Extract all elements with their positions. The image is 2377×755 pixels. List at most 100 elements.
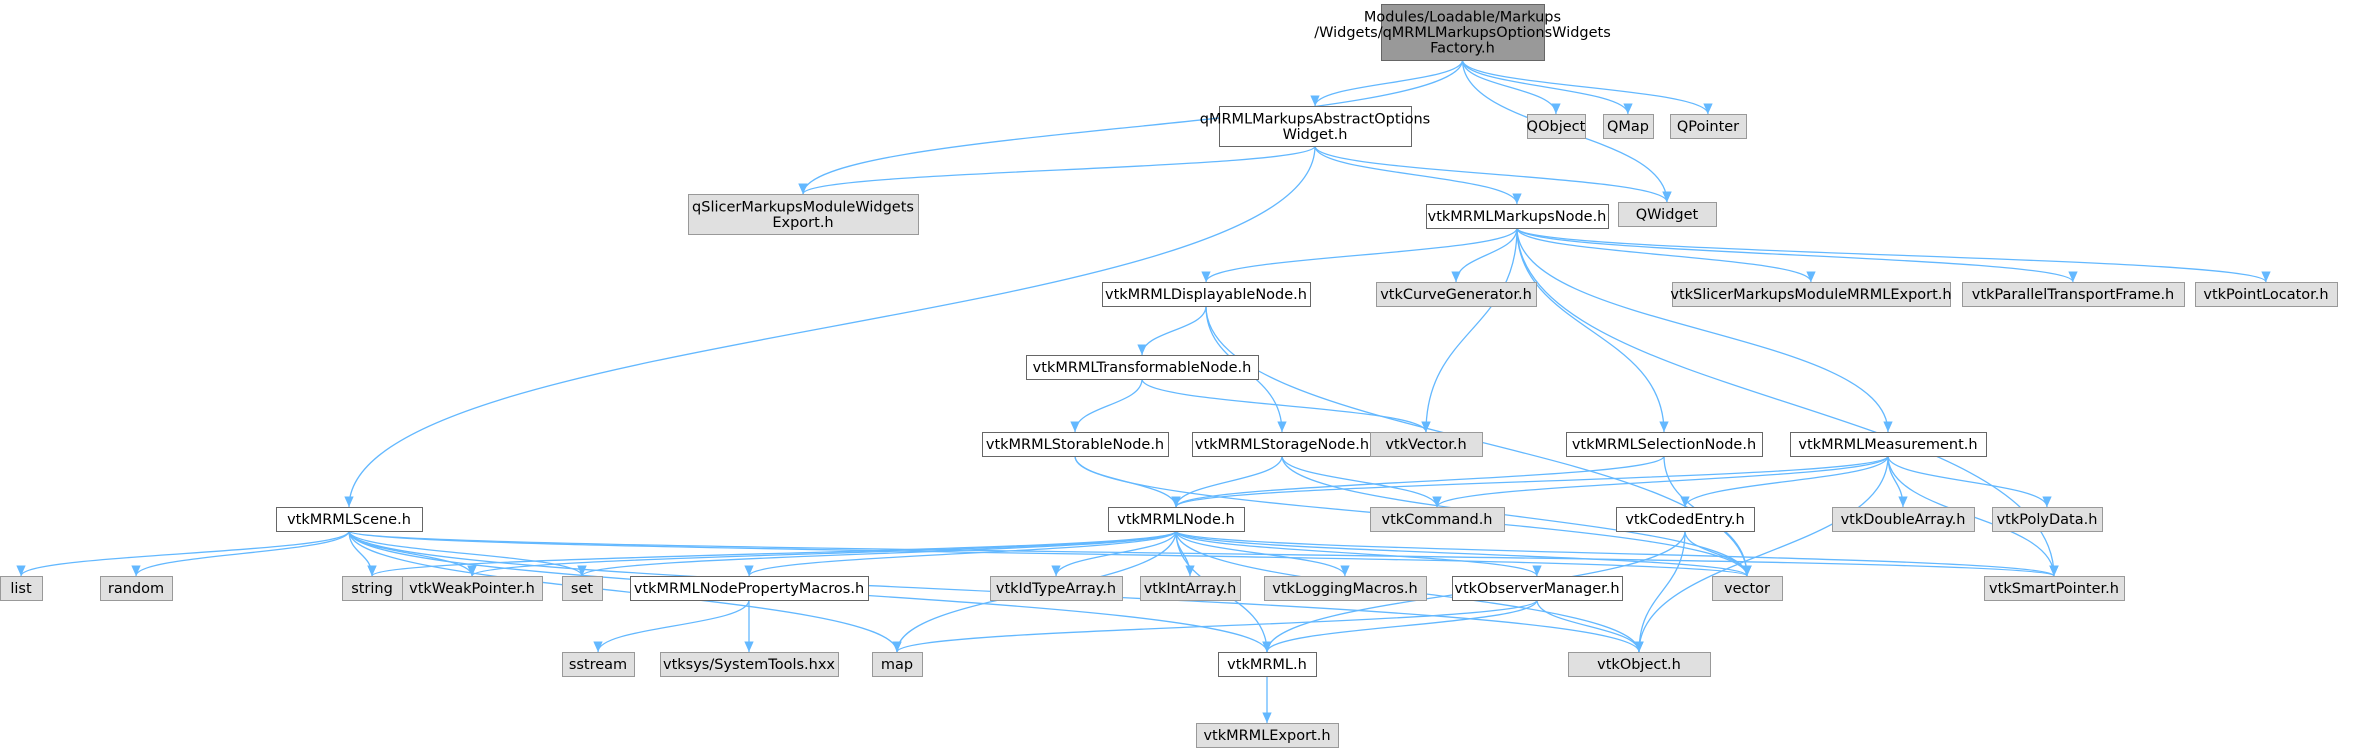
- node-label: vtkMRMLScene.h: [287, 512, 411, 528]
- node-box: [688, 194, 919, 235]
- edge-root-to-abstract: [1310, 59, 1464, 107]
- node-label: vtkMRMLDisplayableNode.h: [1105, 287, 1307, 303]
- node-codedentry[interactable]: vtkCodedEntry.h: [1616, 507, 1755, 532]
- edge-measurement-to-codedentry: [1680, 455, 1889, 508]
- node-selection[interactable]: vtkMRMLSelectionNode.h: [1566, 432, 1763, 457]
- node-label: vtkMRMLExport.h: [1203, 728, 1330, 744]
- node-label: QMap: [1607, 119, 1649, 135]
- node-label: vtkMRMLMeasurement.h: [1798, 437, 1977, 453]
- node-curvegen: vtkCurveGenerator.h: [1376, 282, 1537, 307]
- node-label: vtkParallelTransportFrame.h: [1972, 287, 2175, 303]
- node-qobject: QObject: [1527, 114, 1586, 139]
- node-label: vtkMRMLMarkupsNode.h: [1428, 209, 1607, 225]
- node-map: map: [872, 652, 923, 677]
- edge-markupsnode-to-selection: [1516, 227, 1669, 433]
- node-random: random: [100, 576, 173, 601]
- edge-root-to-qobject: [1461, 59, 1561, 115]
- node-box: [1672, 282, 1951, 307]
- node-label: Factory.h: [1430, 41, 1495, 57]
- node-observer[interactable]: vtkObserverManager.h: [1452, 576, 1623, 601]
- node-label: vtkMRMLNode.h: [1117, 512, 1234, 528]
- node-label: vtkCommand.h: [1382, 512, 1493, 528]
- node-label: QObject: [1527, 119, 1586, 135]
- edge-root-to-qslicerexport: [798, 59, 1464, 195]
- node-measurement[interactable]: vtkMRMLMeasurement.h: [1790, 432, 1987, 457]
- node-box: [1219, 106, 1412, 147]
- node-box: [1712, 576, 1783, 601]
- node-string: string: [342, 576, 403, 601]
- node-storage[interactable]: vtkMRMLStorageNode.h: [1192, 432, 1373, 457]
- edge-markupsnode-to-displayable: [1201, 227, 1518, 283]
- node-systools: vtksys/SystemTools.hxx: [660, 652, 839, 677]
- node-vtkvector: vtkVector.h: [1370, 432, 1483, 457]
- node-label: QPointer: [1677, 119, 1739, 135]
- node-box: [1984, 576, 2125, 601]
- node-box: [1370, 432, 1483, 457]
- node-box: [1218, 652, 1317, 677]
- node-label: vtkMRMLStorageNode.h: [1195, 437, 1369, 453]
- edge-markupsnode-to-vtkvector: [1421, 227, 1518, 433]
- node-vtkobject: vtkObject.h: [1568, 652, 1711, 677]
- edge-scene-to-random: [131, 530, 350, 577]
- edge-scene-to-set: [348, 530, 587, 577]
- node-displayable[interactable]: vtkMRMLDisplayableNode.h: [1102, 282, 1311, 307]
- node-box: [1376, 282, 1537, 307]
- edge-mrmlnode-to-idtype: [1051, 530, 1177, 577]
- node-mrmlexport: vtkSlicerMarkupsModuleMRMLExport.h: [1670, 282, 1952, 307]
- node-box: [1192, 432, 1373, 457]
- node-box: [1264, 576, 1427, 601]
- node-polydata: vtkPolyData.h: [1992, 507, 2103, 532]
- node-label: qMRMLMarkupsAbstractOptions: [1200, 111, 1430, 127]
- node-box: [1992, 507, 2103, 532]
- node-box: [1603, 114, 1654, 139]
- edge-mrmlnode-to-observer: [1175, 530, 1542, 577]
- node-label: sstream: [569, 657, 627, 673]
- node-propmacros[interactable]: vtkMRMLNodePropertyMacros.h: [630, 576, 869, 601]
- edge-measurement-to-polydata: [1887, 455, 2052, 508]
- edge-markupsnode-to-pointlocator: [1516, 227, 2271, 283]
- dependency-edges: [16, 59, 2271, 723]
- node-box: [1616, 507, 1755, 532]
- node-label: vtkLoggingMacros.h: [1272, 581, 1417, 597]
- node-vtkmrmlexport: vtkMRMLExport.h: [1196, 723, 1339, 748]
- node-box: [562, 576, 603, 601]
- node-storable[interactable]: vtkMRMLStorableNode.h: [982, 432, 1169, 457]
- node-intarray: vtkIntArray.h: [1140, 576, 1241, 601]
- node-label: vtkObject.h: [1597, 657, 1681, 673]
- edge-storage-to-vector: [1281, 455, 1752, 577]
- node-transformable[interactable]: vtkMRMLTransformableNode.h: [1026, 355, 1259, 380]
- edge-abstract-to-qwidget: [1314, 145, 1672, 203]
- node-vector: vector: [1712, 576, 1783, 601]
- edge-abstract-to-scene: [344, 145, 1316, 508]
- node-box: [0, 576, 43, 601]
- node-label: vtkIdTypeArray.h: [996, 581, 1116, 597]
- node-root[interactable]: Modules/Loadable/Markups/Widgets/qMRMLMa…: [1314, 4, 1611, 61]
- node-box: [1426, 204, 1609, 229]
- node-box: [1566, 432, 1763, 457]
- node-list: list: [0, 576, 43, 601]
- node-box: [990, 576, 1123, 601]
- edge-scene-to-vector: [348, 530, 1752, 577]
- node-label: set: [571, 581, 593, 597]
- node-label: vtkVector.h: [1385, 437, 1466, 453]
- node-label: vtkMRMLNodePropertyMacros.h: [634, 581, 864, 597]
- edge-mrmlnode-to-vector: [1175, 530, 1752, 577]
- node-label: Widget.h: [1283, 127, 1348, 143]
- node-markupsnode[interactable]: vtkMRMLMarkupsNode.h: [1426, 204, 1609, 229]
- node-scene[interactable]: vtkMRMLScene.h: [276, 507, 423, 532]
- node-box: [630, 576, 869, 601]
- node-label: vtkMRML.h: [1227, 657, 1307, 673]
- node-box: [1102, 282, 1311, 307]
- edge-measurement-to-mrmlnode: [1171, 455, 1889, 508]
- node-vtkmrml[interactable]: vtkMRML.h: [1218, 652, 1317, 677]
- edge-mrmlnode-to-set: [577, 530, 1177, 577]
- node-label: Modules/Loadable/Markups: [1364, 10, 1561, 26]
- node-pointlocator: vtkPointLocator.h: [2195, 282, 2338, 307]
- edge-measurement-to-command: [1432, 455, 1889, 508]
- edge-observer-to-map: [892, 599, 1538, 653]
- node-label: vtkPolyData.h: [1997, 512, 2098, 528]
- edge-transformable-to-vtkvector: [1141, 378, 1431, 433]
- node-label: vtkIntArray.h: [1144, 581, 1237, 597]
- node-mrmlnode[interactable]: vtkMRMLNode.h: [1108, 507, 1245, 532]
